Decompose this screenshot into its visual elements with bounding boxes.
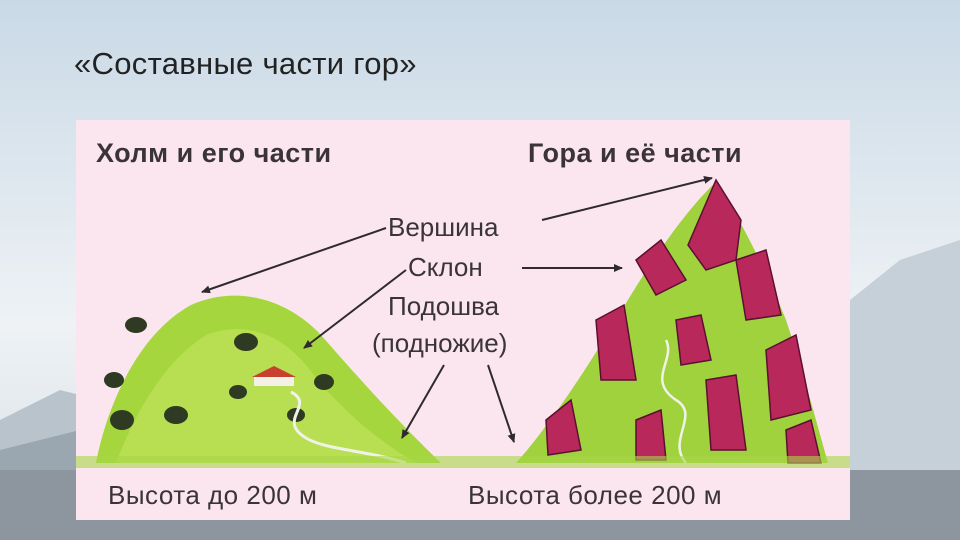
label-slope: Склон	[408, 252, 483, 282]
mountain-height-caption: Высота более 200 м	[468, 480, 723, 510]
label-summit: Вершина	[388, 212, 499, 242]
foot-arrow-hill	[401, 364, 445, 439]
summit-arrow-hill	[201, 227, 387, 294]
pointer-arrows	[201, 176, 713, 443]
slide-title: «Составные части гор»	[74, 46, 417, 81]
mountain-heading: Гора и её части	[528, 138, 743, 168]
hill-vs-mountain-diagram: Холм и его части Гора и её части Вершина…	[76, 120, 850, 520]
hill-height-caption: Высота до 200 м	[108, 480, 318, 510]
mountain-illustration	[516, 178, 828, 464]
diagram-illustration	[76, 176, 850, 468]
label-foot-alt: (подножие)	[372, 328, 508, 358]
hill-heading: Холм и его части	[96, 138, 332, 168]
hill-illustration	[96, 295, 441, 465]
label-foot: Подошва	[388, 291, 500, 321]
summit-arrow-mountain	[541, 176, 713, 221]
foot-arrow-mountain	[487, 364, 516, 443]
slope-arrow-hill	[303, 269, 407, 349]
